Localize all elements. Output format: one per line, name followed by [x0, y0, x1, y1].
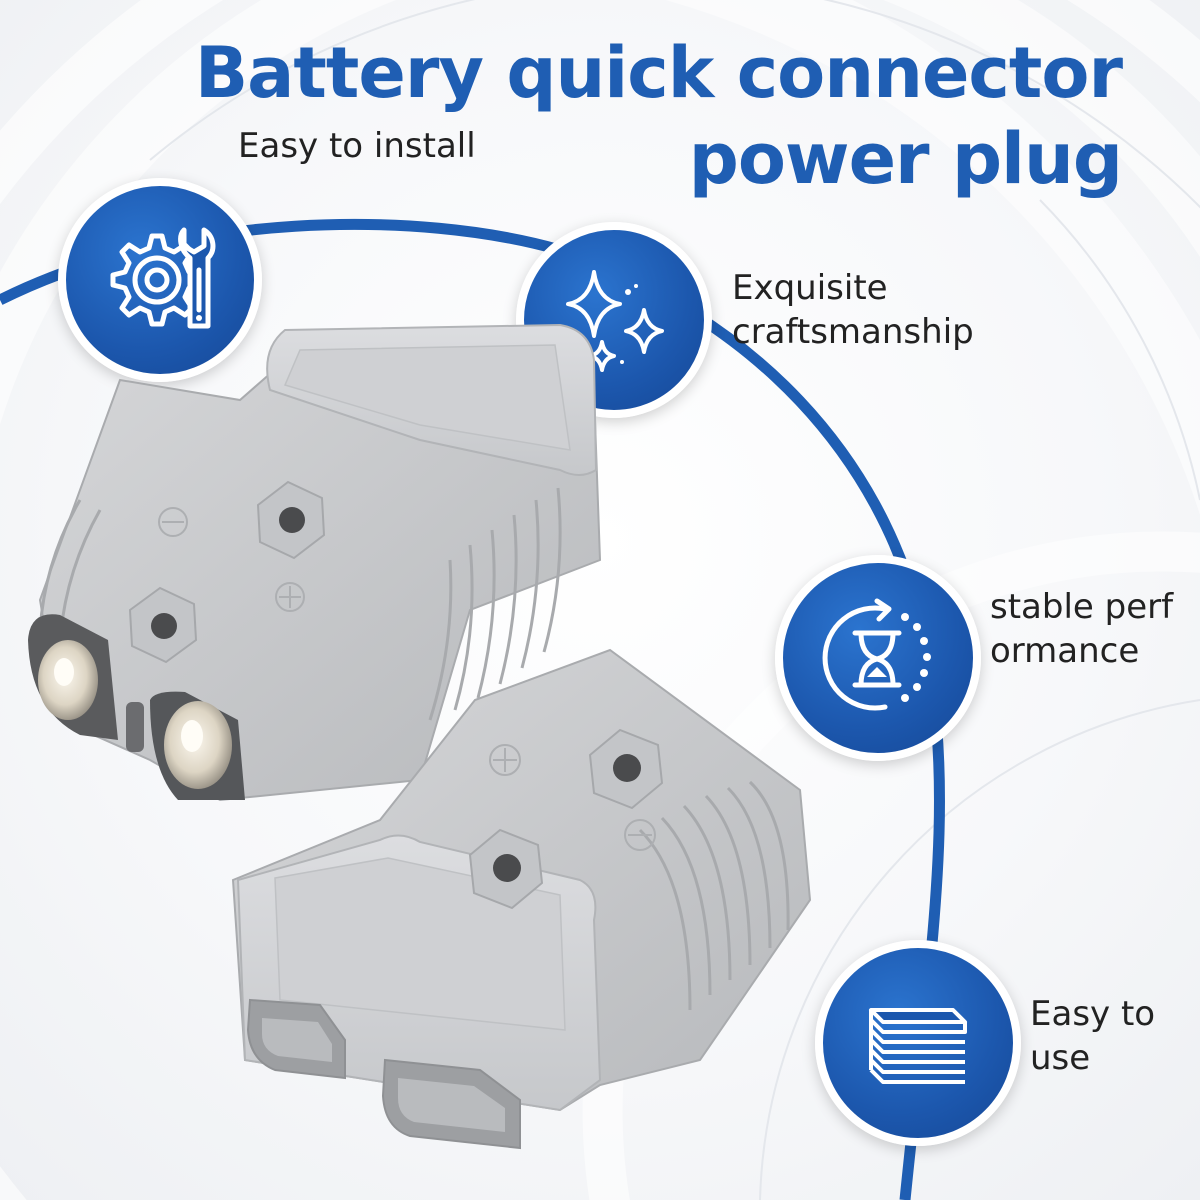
hourglass-refresh-icon — [822, 598, 931, 711]
blue-arc — [0, 218, 945, 1200]
feature-label-stable: stable performance — [990, 587, 1174, 671]
feature-label-easy-use: Easy to use — [1030, 994, 1156, 1078]
feature-badge-stable — [775, 555, 981, 761]
feature-label-exquisite: Exquisite craftsmanship — [732, 268, 974, 352]
sparkles-icon — [566, 270, 664, 372]
feature-badge-use — [815, 940, 1021, 1146]
connector-bottom — [231, 648, 812, 1150]
gear-wrench-icon — [110, 227, 216, 329]
stacked-layers-icon — [869, 1008, 967, 1084]
feature-badge-install — [58, 178, 262, 382]
page-title-line1: Battery quick connector — [194, 32, 1123, 114]
connector-top — [28, 323, 602, 802]
feature-label-easy-install: Easy to install — [238, 126, 476, 166]
page-title-line2: power plug — [688, 118, 1123, 200]
